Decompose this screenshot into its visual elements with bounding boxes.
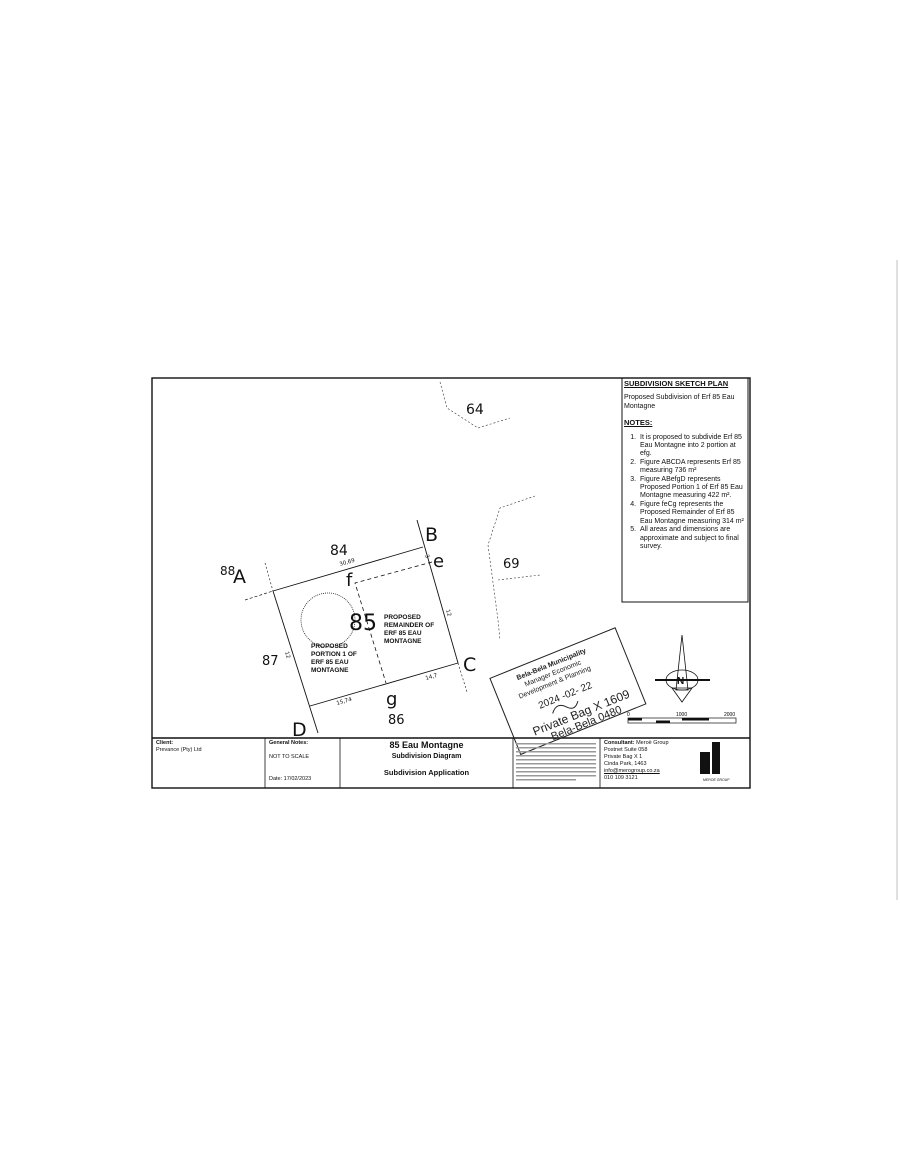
erf-88-label: 88 [220, 564, 235, 578]
erf-85-label: 85 [349, 611, 377, 636]
svg-text:ERF 85 EAU: ERF 85 EAU [311, 659, 349, 666]
note-item: It is proposed to subdivide Erf 85 Eau M… [638, 434, 746, 459]
notes-heading: NOTES: [624, 418, 653, 428]
erf-69-label: 69 [503, 557, 520, 572]
sheet-title: SUBDIVISION SKETCH PLAN [624, 379, 729, 388]
note-item: All areas and dimensions are approximate… [638, 526, 746, 551]
svg-text:PROPOSED: PROPOSED [311, 643, 348, 650]
client-name: Prevance (Pty) Ltd [156, 747, 202, 753]
note-item: Figure feCg represents the Proposed Rema… [638, 501, 746, 526]
svg-text:1000: 1000 [676, 712, 687, 718]
dim-dg: 15,74 [336, 697, 353, 707]
point-a: A [233, 566, 246, 588]
svg-text:PROPOSED: PROPOSED [384, 614, 421, 621]
subdivision-line-efg [354, 561, 433, 684]
project-cell: 85 Eau Montagne Subdivision Diagram Subd… [383, 740, 470, 777]
erf-69-boundary [487, 495, 536, 641]
svg-text:REMAINDER OF: REMAINDER OF [384, 622, 434, 629]
point-b: B [425, 524, 438, 546]
point-d: D [292, 719, 307, 741]
notes-list: It is proposed to subdivide Erf 85 Eau M… [624, 434, 746, 552]
portion-1-label: PROPOSED PORTION 1 OF ERF 85 EAU MONTAGN… [311, 643, 357, 674]
erf-64-label: 64 [466, 402, 484, 418]
boundary-ad [272, 590, 319, 734]
svg-text:MONTAGNE: MONTAGNE [311, 667, 349, 674]
point-e: e [433, 551, 444, 572]
remainder-label: PROPOSED REMAINDER OF ERF 85 EAU MONTAGN… [384, 614, 434, 645]
note-item: Figure ABCDA represents Erf 85 measuring… [638, 459, 746, 476]
svg-text:0: 0 [627, 712, 630, 718]
dim-bc: 12 [444, 609, 452, 617]
erf-64-boundary [439, 381, 511, 429]
svg-text:2000: 2000 [724, 712, 735, 718]
boundary-bc [416, 519, 459, 664]
consultant-logo: MEROË GROUP [700, 742, 730, 782]
consultant-cell: Consultant: Meroë Group Postnet Suite 05… [604, 740, 669, 781]
svg-text:MONTAGNE: MONTAGNE [384, 638, 422, 645]
note-item: Figure ABefgD represents Proposed Portio… [638, 476, 746, 501]
svg-text:PORTION 1 OF: PORTION 1 OF [311, 651, 357, 658]
dim-ad: 12 [283, 651, 291, 659]
municipal-stamp: Bela-Bela Municipality Manager Economic … [489, 627, 647, 756]
point-g: g [386, 689, 397, 710]
svg-text:ERF 85 EAU: ERF 85 EAU [384, 630, 422, 637]
signature [552, 700, 579, 714]
point-c: C [463, 654, 476, 676]
date: Date: 17/02/2023 [269, 776, 312, 782]
sheet-frame [151, 377, 751, 789]
boundary-ab [272, 546, 424, 592]
svg-text:MEROË GROUP: MEROË GROUP [703, 778, 730, 782]
tree-canopy [300, 592, 356, 648]
boundary-dc [309, 662, 459, 707]
scale-bar: 0 1000 2000 [627, 712, 737, 724]
notes-panel: SUBDIVISION SKETCH PLAN Proposed Subdivi… [624, 379, 746, 552]
north-arrow-icon: N [655, 634, 710, 703]
disclaimer-text [516, 743, 596, 781]
client-cell: Client: Prevance (Pty) Ltd [156, 740, 202, 753]
dim-gc: 14,7 [425, 673, 439, 682]
dim-be: 3 [423, 554, 430, 560]
general-notes-cell: General Notes: NOT TO SCALE Date: 17/02/… [269, 740, 312, 782]
notes-box [621, 377, 749, 603]
dim-ab: 30,69 [339, 558, 356, 568]
sheet-subtitle: Proposed Subdivision of Erf 85 Eau Monta… [624, 394, 735, 410]
svg-text:N: N [677, 676, 684, 687]
erf-86-label: 86 [388, 713, 405, 728]
boundary-extension [244, 590, 274, 601]
email-link[interactable]: info@merogroup.co.za [604, 768, 660, 774]
erf-87-label: 87 [262, 654, 279, 669]
erf-84-label: 84 [330, 543, 348, 559]
point-f: f [346, 570, 353, 591]
